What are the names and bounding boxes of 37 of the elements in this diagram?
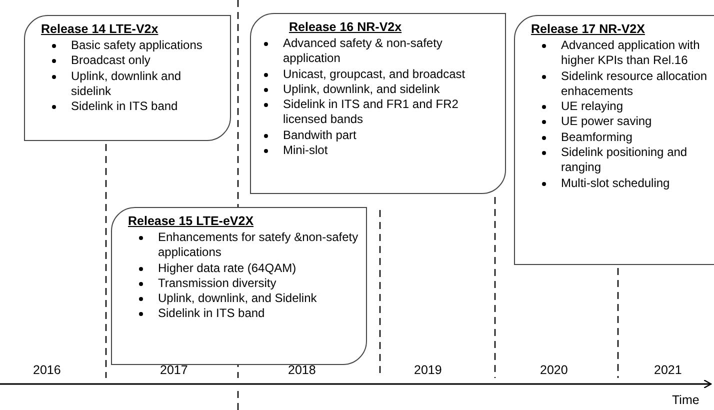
feature-text: Advanced safety & non-safety application [283, 36, 442, 66]
feature-text: Sidelink in ITS band [71, 99, 178, 114]
feature-text: Uplink, downlink and sidelink [71, 68, 182, 98]
feature-text: UE power saving [561, 114, 652, 128]
feature-text: Sidelink positioning and ranging [561, 145, 688, 174]
feature-text: Transmission diversity [158, 276, 276, 290]
feature-text: Enhancements for satefy &non-safety applications [158, 230, 358, 260]
year-label: 2019 [414, 363, 442, 377]
feature-text: Sidelink resource allocation enhacements [561, 68, 708, 98]
feature-text: Unicast, groupcast, and broadcast [283, 66, 466, 81]
release-card [111, 207, 367, 365]
release-heading: Release 14 LTE-V2x [41, 22, 158, 37]
feature-text: Beamforming [561, 130, 632, 144]
release-heading: Release 15 LTE-eV2X [128, 214, 254, 229]
feature-text: Basic safety applications [71, 38, 202, 52]
release-card [24, 15, 231, 141]
release-card [514, 15, 714, 265]
year-label: 2016 [33, 363, 61, 377]
feature-text: Mini-slot [283, 143, 328, 158]
feature-text: Multi-slot scheduling [561, 176, 670, 190]
year-label: 2020 [540, 363, 568, 377]
year-label: 2018 [288, 363, 316, 377]
year-label: 2017 [160, 363, 188, 377]
year-label: 2021 [654, 363, 682, 377]
feature-text: Sidelink in ITS band [158, 306, 265, 320]
feature-text: Sidelink in ITS and FR1 and FR2 licensed bands [283, 97, 458, 126]
release-heading: Release 17 NR-V2X [531, 22, 645, 37]
feature-text: Advanced application with higher KPIs than Rel.16 [561, 38, 700, 68]
release-heading: Release 16 NR-V2x [289, 20, 402, 35]
release-card [250, 13, 506, 194]
feature-text: Higher data rate (64QAM) [158, 260, 296, 275]
feature-text: Broadcast only [71, 53, 150, 68]
feature-text: Uplink, downlink, and sidelink [283, 82, 440, 96]
axis-label: Time [672, 393, 700, 407]
feature-text: Uplink, downlink, and Sidelink [158, 291, 317, 306]
feature-text: UE relaying [561, 99, 624, 114]
feature-text: Bandwith part [283, 128, 356, 142]
